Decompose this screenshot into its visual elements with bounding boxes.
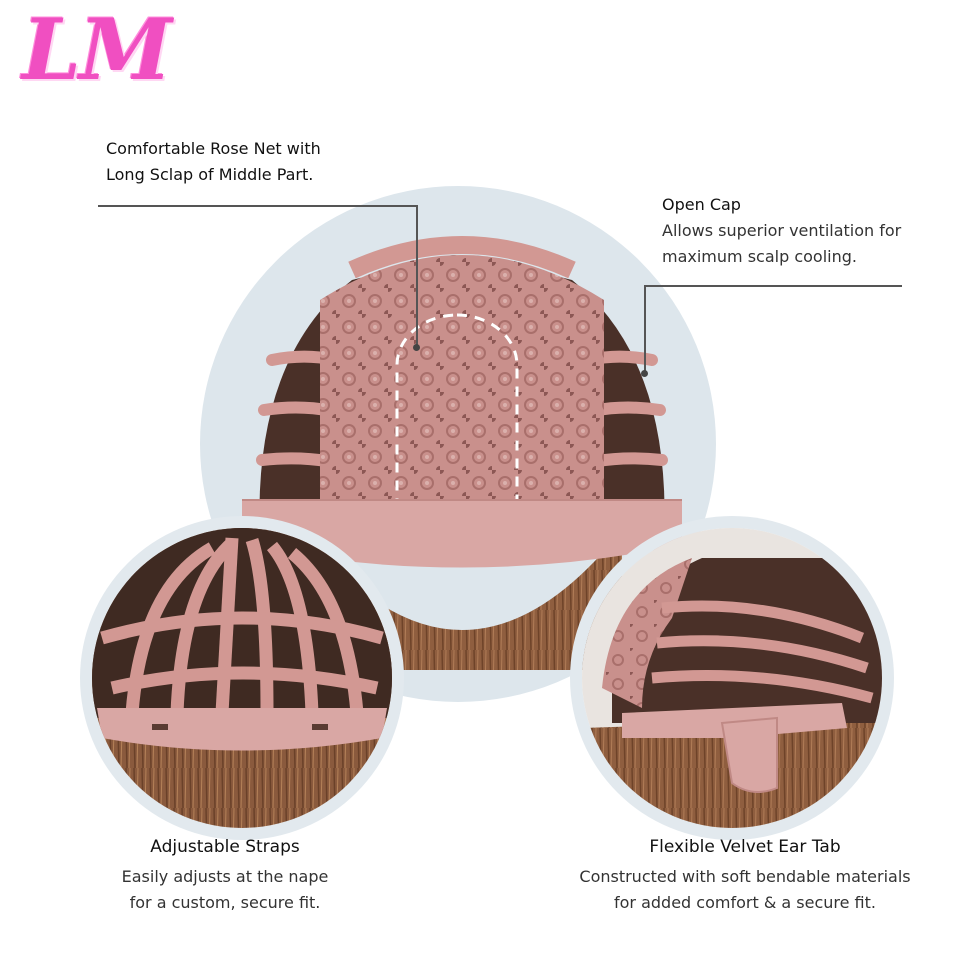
rose-net-callout-line-vertical [416, 205, 418, 347]
straps-desc-line1: Easily adjusts at the nape [121, 867, 329, 886]
rose-net-callout-dot [413, 344, 420, 351]
straps-caption: Adjustable Straps Easily adjusts at the … [0, 834, 450, 916]
rose-net-title-line2: Long Sclap of Middle Part. [106, 165, 314, 184]
rose-net-title-line1: Comfortable Rose Net with [106, 139, 321, 158]
open-cap-desc-line1: Allows superior ventilation for [662, 221, 902, 240]
open-cap-title: Open Cap [662, 195, 741, 214]
adjustable-straps-photo [92, 528, 392, 828]
straps-desc-line2: for a custom, secure fit. [129, 893, 321, 912]
ear-tab-photo [582, 528, 882, 828]
ear-tab-title: Flexible Velvet Ear Tab [649, 837, 841, 857]
open-cap-callout-line-vertical [644, 285, 646, 373]
straps-title: Adjustable Straps [150, 837, 300, 857]
ear-tab-desc-line1: Constructed with soft bendable materials [579, 867, 911, 886]
rose-net-callout-line-horizontal [98, 205, 418, 207]
open-cap-caption: Open Cap Allows superior ventilation for… [662, 192, 901, 270]
open-cap-callout-line-horizontal [644, 285, 902, 287]
open-cap-desc-line2: maximum scalp cooling. [662, 247, 857, 266]
wig-cap-main-photo [232, 210, 692, 670]
brand-logo: LM [22, 0, 172, 99]
ear-tab-desc-line2: for added comfort & a secure fit. [614, 893, 876, 912]
open-cap-callout-dot [641, 370, 648, 377]
ear-tab-caption: Flexible Velvet Ear Tab Constructed with… [520, 834, 960, 916]
rose-net-caption: Comfortable Rose Net with Long Sclap of … [106, 136, 321, 188]
